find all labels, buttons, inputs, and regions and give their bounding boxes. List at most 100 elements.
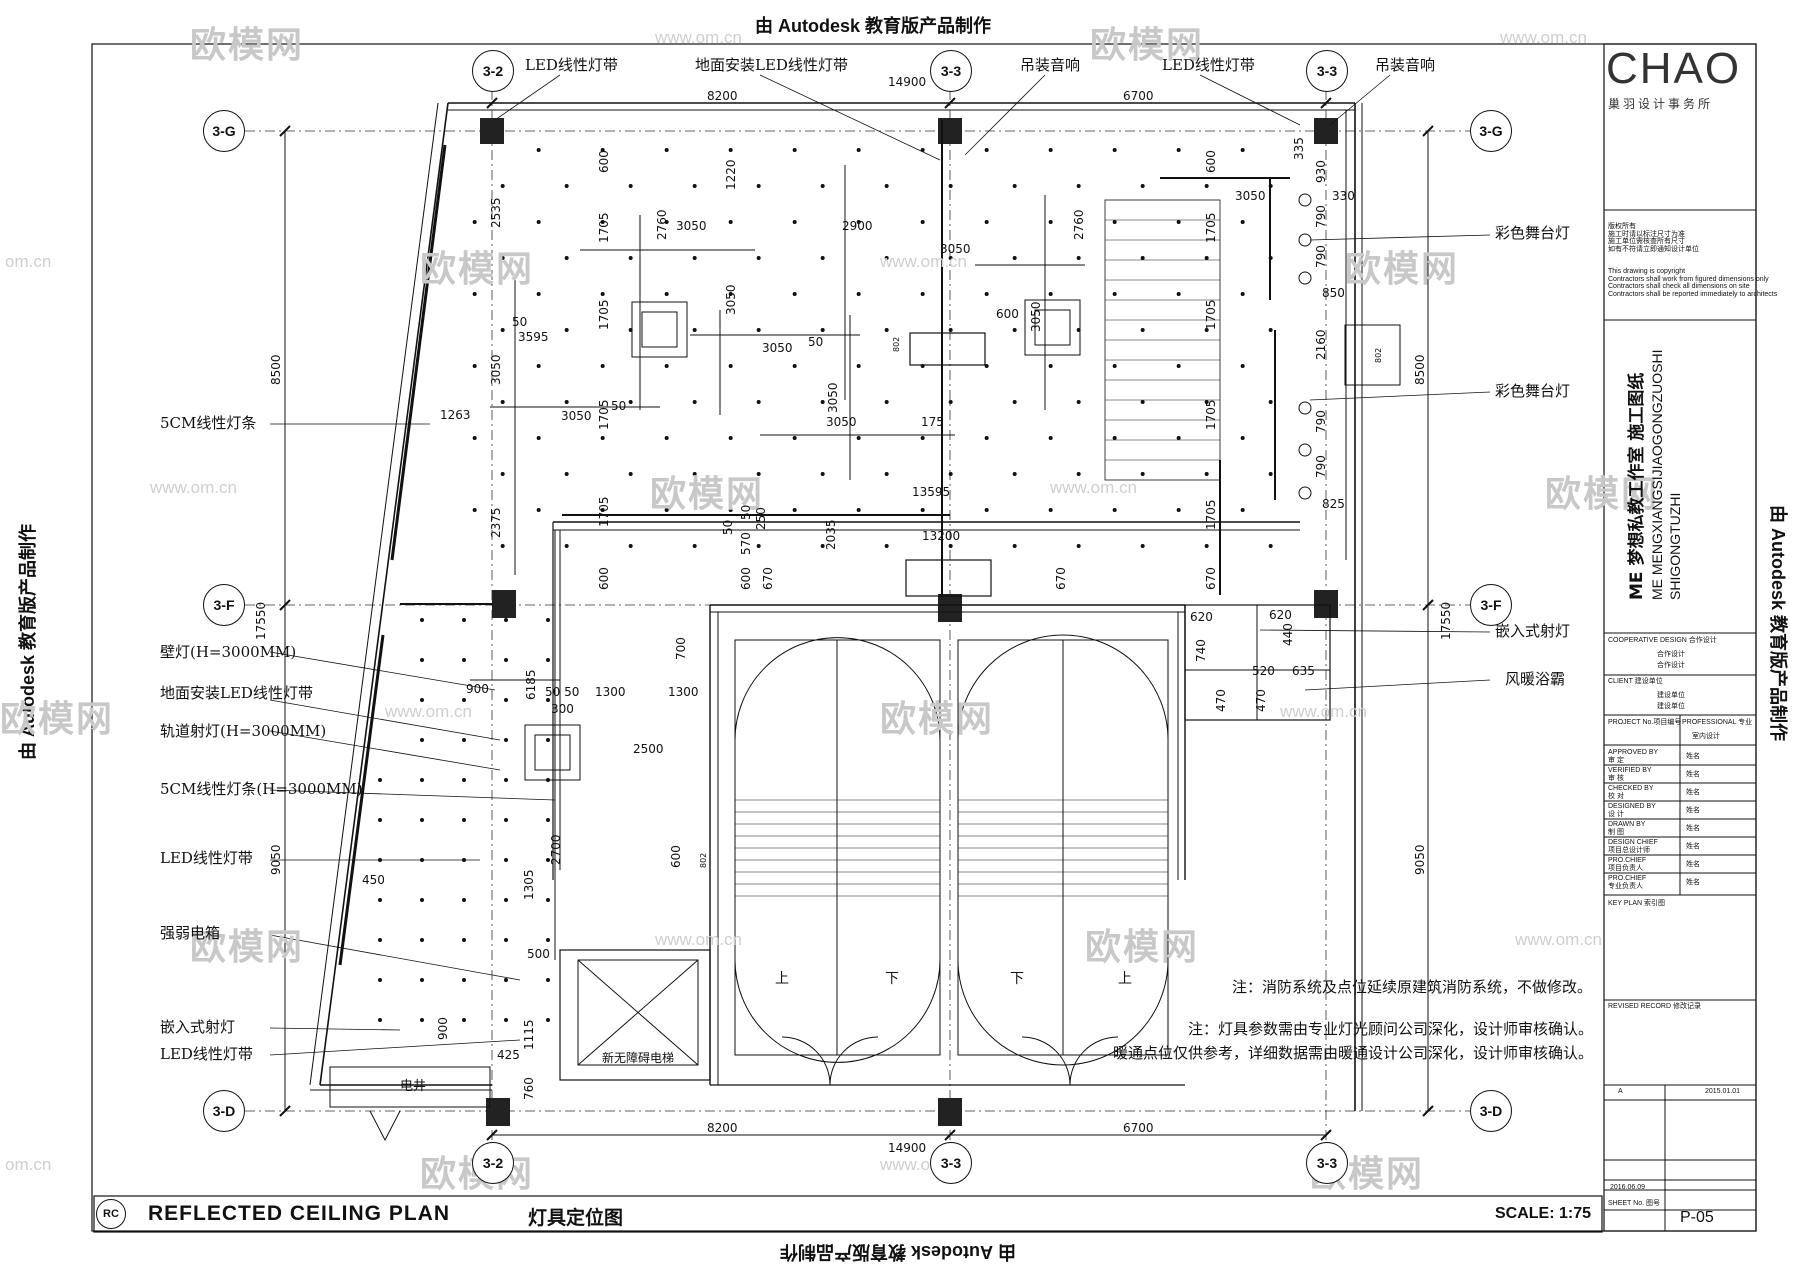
watermark-brand: 欧模网 bbox=[0, 698, 115, 739]
spotlight-dot bbox=[728, 436, 733, 440]
spotlight-dot bbox=[856, 148, 861, 152]
spotlight-dot bbox=[1076, 184, 1081, 188]
project-title-pinyin-2: SHIGONGTUZHI bbox=[1667, 492, 1683, 600]
spotlight-dot bbox=[1240, 364, 1245, 368]
spotlight-dot bbox=[600, 292, 605, 296]
spotlight-dot bbox=[462, 658, 466, 662]
role-name: 姓名 bbox=[1686, 843, 1700, 850]
dim: 2760 bbox=[655, 209, 669, 240]
dim: 1115 bbox=[522, 1019, 536, 1050]
spotlight-dot bbox=[856, 220, 861, 224]
spotlight-dot bbox=[820, 184, 825, 188]
role-name: 姓名 bbox=[1686, 861, 1700, 868]
spotlight-dot bbox=[462, 898, 466, 902]
spotlight-dot bbox=[546, 818, 550, 822]
dim: 520 bbox=[1252, 664, 1275, 678]
spotlight-dot bbox=[500, 328, 505, 332]
dim: 335 bbox=[1292, 137, 1306, 160]
dim-tag: 802 bbox=[699, 852, 708, 868]
watermark-url: www.om.cn bbox=[1050, 478, 1137, 497]
role-en: DRAWN BY bbox=[1608, 821, 1646, 828]
spotlight-dot bbox=[564, 184, 569, 188]
spotlight-dot bbox=[792, 292, 797, 296]
spotlight-dot bbox=[1268, 400, 1273, 404]
dim: 1705 bbox=[1204, 399, 1218, 430]
spotlight-dot bbox=[504, 1018, 508, 1022]
dim-tag: 802 bbox=[1374, 347, 1383, 363]
spotlight-dot bbox=[536, 436, 541, 440]
label-stair-up: 上 bbox=[775, 971, 789, 987]
spotlight-dot bbox=[500, 472, 505, 476]
spotlight-dot bbox=[948, 256, 953, 260]
spotlight-dot bbox=[1176, 436, 1181, 440]
label-electrical-shaft: 电井 bbox=[400, 1079, 427, 1094]
edu-stamp-top: 由 Autodesk 教育版产品制作 bbox=[755, 16, 992, 36]
watermark-url: www.om.cn bbox=[1500, 28, 1587, 47]
dim: 600 bbox=[996, 307, 1019, 321]
role-name: 姓名 bbox=[1686, 879, 1700, 886]
spotlight-dot bbox=[948, 472, 953, 476]
spotlight-dot bbox=[1140, 328, 1145, 332]
dim: 250 bbox=[754, 507, 768, 530]
spotlight-dot bbox=[1268, 472, 1273, 476]
spotlight-dot bbox=[546, 858, 550, 862]
copyright-line: 如有不符请立即通知设计单位 bbox=[1608, 246, 1699, 254]
grid-bubble-3-g-left: 3-G bbox=[203, 110, 245, 152]
copyright-line: Contractors shall be reported immediatel… bbox=[1608, 291, 1778, 299]
spotlight-dot bbox=[536, 148, 541, 152]
spotlight-dot bbox=[500, 256, 505, 260]
dim: 1705 bbox=[1204, 212, 1218, 243]
spotlight-dot bbox=[1240, 148, 1245, 152]
dim: 50 bbox=[808, 335, 824, 349]
watermark-url: www.om.cn bbox=[655, 28, 742, 47]
spotlight-dot bbox=[504, 618, 508, 622]
spotlight-dot bbox=[1240, 508, 1245, 512]
spotlight-dot bbox=[1240, 220, 1245, 224]
spotlight-dot bbox=[692, 184, 697, 188]
spotlight-dot bbox=[546, 938, 550, 942]
role-name: 姓名 bbox=[1686, 789, 1700, 796]
dim: 425 bbox=[497, 1048, 520, 1062]
spotlight-dot bbox=[1048, 364, 1053, 368]
spotlight-dot bbox=[546, 898, 550, 902]
revised-record-label: REVISED RECORD 修改记录 bbox=[1608, 1003, 1701, 1010]
spotlight-dot bbox=[504, 978, 508, 982]
dim: 50 bbox=[611, 399, 627, 413]
role-cn: 设 计 bbox=[1608, 811, 1624, 818]
spotlight-dot bbox=[1268, 544, 1273, 548]
spotlight-dot bbox=[1176, 292, 1181, 296]
spotlight-dot bbox=[378, 778, 382, 782]
spotlight-dot bbox=[1140, 400, 1145, 404]
spotlight-dot bbox=[504, 898, 508, 902]
spotlight-dot bbox=[756, 256, 761, 260]
watermark-url: www.om.cn bbox=[385, 702, 472, 721]
grid-bubble-3-d-left: 3-D bbox=[203, 1090, 245, 1132]
dim: 2160 bbox=[1314, 329, 1328, 360]
spotlight-dot bbox=[792, 436, 797, 440]
role-name: 姓名 bbox=[1686, 771, 1700, 778]
grid-bubble-3-3b-bottom: 3-3 bbox=[1306, 1142, 1348, 1184]
spotlight-dot bbox=[728, 220, 733, 224]
spotlight-dot bbox=[600, 220, 605, 224]
spotlight-dot bbox=[378, 978, 382, 982]
watermark-brand: 欧模网 bbox=[880, 698, 995, 739]
dim: 670 bbox=[1204, 567, 1218, 590]
callout-track-spot: 轨道射灯(H=3000MM) bbox=[160, 722, 327, 740]
spotlight-dot bbox=[564, 472, 569, 476]
spotlight-dot bbox=[692, 328, 697, 332]
role-cn: 审 定 bbox=[1608, 757, 1624, 764]
watermark-url: om.cn bbox=[5, 1155, 52, 1174]
note-hvac: 暖通点位仅供参考，详细数据需由暖通设计公司深化，设计师审核确认。 bbox=[1113, 1044, 1594, 1062]
spotlight-dot bbox=[1140, 184, 1145, 188]
watermark-brand: 欧模网 bbox=[1085, 926, 1200, 967]
rc-badge-label: RC bbox=[103, 1208, 119, 1220]
spotlight-dot bbox=[472, 436, 477, 440]
spotlight-dot bbox=[984, 364, 989, 368]
callout-bath-heater: 风暖浴霸 bbox=[1505, 670, 1566, 688]
dim-top: 6700 bbox=[1123, 89, 1154, 103]
spotlight-dot bbox=[420, 658, 424, 662]
